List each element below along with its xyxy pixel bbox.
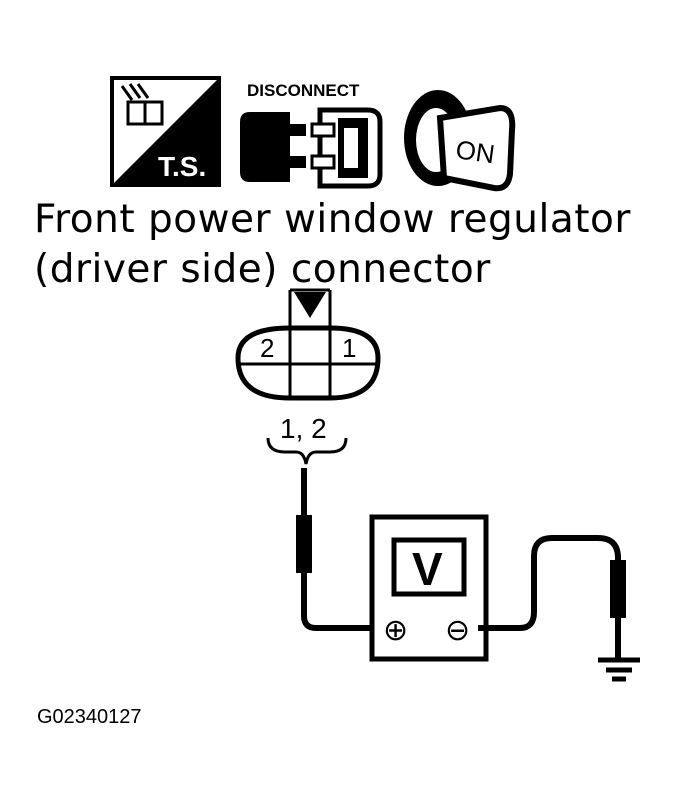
ts-icon: T.S. — [110, 76, 221, 187]
connector-pin-1: 1 — [342, 333, 356, 363]
disconnect-label: DISCONNECT — [247, 81, 360, 100]
voltmeter-minus-terminal: ⊖ — [445, 613, 470, 648]
ts-label: T.S. — [158, 151, 206, 182]
ignition-on-label: ON — [454, 134, 497, 169]
ground-icon — [598, 657, 640, 682]
voltmeter: V ⊕ ⊖ — [369, 514, 489, 662]
connector-title-line-1: Front power window regulator — [34, 197, 631, 242]
connector-pin-2: 2 — [260, 333, 274, 363]
voltmeter-symbol: V — [412, 543, 443, 595]
positive-lead — [296, 468, 380, 631]
probe-brace — [266, 437, 348, 465]
connector-face: 2 1 — [235, 288, 381, 401]
figure-code: G02340127 — [37, 706, 142, 728]
connector-sketch-icon — [120, 83, 164, 126]
connector-title-line-2: (driver side) connector — [34, 247, 491, 292]
connector-key-marker — [294, 292, 326, 318]
ignition-key-icon: ON — [404, 90, 516, 192]
negative-lead — [478, 535, 626, 660]
probe-label: 1, 2 — [280, 413, 327, 444]
voltmeter-plus-terminal: ⊕ — [383, 613, 408, 648]
disconnect-icon: DISCONNECT — [240, 81, 383, 189]
